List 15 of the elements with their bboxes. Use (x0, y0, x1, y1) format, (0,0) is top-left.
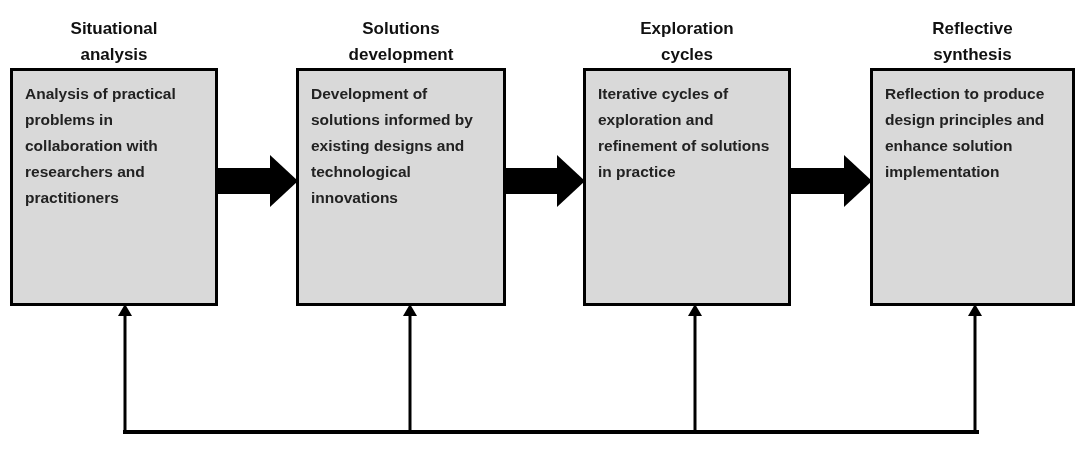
arrow (968, 304, 982, 430)
box-text: Reflection to produce design principles and enhance solution implementation (885, 84, 1046, 182)
stage-heading: Solutions development (347, 18, 455, 66)
block-arrow (506, 155, 585, 207)
box-text: Development of solutions informed by existing designs and technological innovations (311, 84, 474, 208)
stage-heading: Exploration cycles (639, 18, 735, 66)
arrow (118, 304, 132, 430)
block-arrow (218, 155, 298, 207)
stage-heading: Reflective synthesis (931, 18, 1014, 66)
stage-heading: Situational analysis (69, 18, 159, 66)
block-arrow (791, 155, 872, 207)
arrow (403, 304, 417, 430)
box-text: Analysis of practical problems in collaboration with researchers and practitioners (25, 84, 177, 208)
box-text: Iterative cycles of exploration and refinement of solutions in practice (598, 84, 771, 182)
arrow (688, 304, 702, 430)
